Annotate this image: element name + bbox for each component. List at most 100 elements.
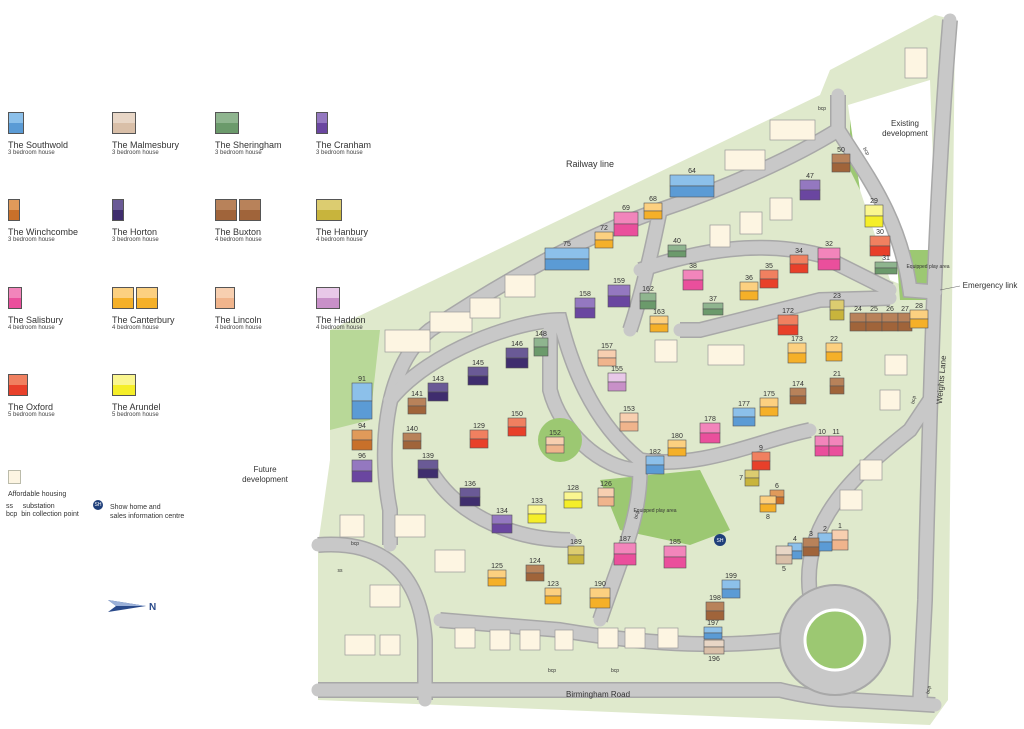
affordable-housing-block[interactable] — [709, 224, 731, 248]
affordable-housing-block[interactable] — [469, 297, 501, 319]
plot-155[interactable] — [607, 372, 627, 392]
plot-145[interactable] — [467, 366, 489, 386]
plot-31[interactable] — [874, 261, 898, 275]
birmingham-road[interactable] — [311, 683, 942, 712]
affordable-housing-block[interactable] — [707, 344, 745, 366]
plot-64[interactable] — [669, 174, 715, 198]
affordable-housing-block[interactable] — [454, 627, 476, 649]
plot-96[interactable] — [351, 459, 373, 483]
plot-26[interactable] — [881, 312, 899, 332]
plot-8[interactable] — [759, 495, 777, 513]
affordable-housing-block[interactable] — [739, 211, 763, 235]
plot-177[interactable] — [732, 407, 756, 427]
plot-162[interactable] — [639, 292, 657, 310]
plot-68[interactable] — [643, 202, 663, 220]
plot-29[interactable] — [864, 204, 884, 228]
affordable-housing-block[interactable] — [384, 329, 431, 353]
affordable-housing-block[interactable] — [554, 629, 574, 651]
affordable-housing-block[interactable] — [519, 629, 541, 651]
plot-178[interactable] — [699, 422, 721, 444]
plot-22[interactable] — [825, 342, 843, 362]
plot-24[interactable] — [849, 312, 867, 332]
plot-185[interactable] — [663, 545, 687, 569]
plot-172[interactable] — [777, 314, 799, 336]
affordable-housing-block[interactable] — [597, 627, 619, 649]
plot-34[interactable] — [789, 254, 809, 274]
affordable-housing-block[interactable] — [344, 634, 376, 656]
plot-35[interactable] — [759, 269, 779, 289]
plot-189[interactable] — [567, 545, 585, 565]
crescent-road[interactable] — [633, 241, 897, 297]
affordable-housing-block[interactable] — [654, 339, 678, 363]
plot-36[interactable] — [739, 281, 759, 301]
plot-25[interactable] — [865, 312, 883, 332]
plot-136[interactable] — [459, 487, 481, 507]
plot-134[interactable] — [491, 514, 513, 534]
plot-38[interactable] — [682, 269, 704, 291]
plot-5[interactable] — [775, 545, 793, 565]
plot-126[interactable] — [597, 487, 615, 507]
plot-196[interactable] — [703, 639, 725, 655]
birmingham-road-spur[interactable] — [311, 537, 432, 707]
plot-182[interactable] — [645, 455, 665, 475]
affordable-housing-block[interactable] — [504, 274, 536, 298]
plot-69[interactable] — [613, 211, 639, 237]
plot-124[interactable] — [525, 564, 545, 582]
affordable-housing-block[interactable] — [394, 514, 426, 538]
affordable-housing-block[interactable] — [879, 389, 901, 411]
plot-152[interactable] — [545, 436, 565, 454]
plot-72[interactable] — [594, 231, 614, 249]
plot-199[interactable] — [721, 579, 741, 599]
northeast-road[interactable] — [831, 123, 942, 299]
plot-128[interactable] — [563, 491, 583, 509]
plot-139[interactable] — [417, 459, 439, 479]
plot-140[interactable] — [402, 432, 422, 450]
affordable-housing-block[interactable] — [434, 549, 466, 573]
link-road-1[interactable] — [623, 203, 667, 337]
plot-143[interactable] — [427, 382, 449, 402]
plot-40[interactable] — [667, 244, 687, 258]
plot-21[interactable] — [829, 377, 845, 395]
plot-1[interactable] — [831, 529, 849, 551]
east-row-road[interactable] — [673, 291, 897, 337]
plot-30[interactable] — [869, 235, 891, 257]
plot-32[interactable] — [817, 247, 841, 271]
plot-180[interactable] — [667, 439, 687, 457]
plot-141[interactable] — [407, 397, 427, 415]
affordable-housing-block[interactable] — [904, 47, 928, 79]
plot-123[interactable] — [544, 587, 562, 605]
affordable-housing-block[interactable] — [489, 629, 511, 651]
affordable-housing-block[interactable] — [859, 459, 883, 481]
plot-37[interactable] — [702, 302, 724, 316]
plot-47[interactable] — [799, 179, 821, 201]
plot-173[interactable] — [787, 342, 807, 364]
plot-7[interactable] — [744, 469, 760, 487]
plot-91[interactable] — [351, 382, 373, 420]
plot-158[interactable] — [574, 297, 596, 319]
plot-28[interactable] — [909, 309, 929, 329]
plot-187[interactable] — [613, 542, 637, 566]
plot-198[interactable] — [705, 601, 725, 621]
plot-23[interactable] — [829, 299, 845, 321]
plot-50[interactable] — [831, 153, 851, 173]
plot-157[interactable] — [597, 349, 617, 367]
plot-153[interactable] — [619, 412, 639, 432]
plot-150[interactable] — [507, 417, 527, 437]
plot-174[interactable] — [789, 387, 807, 405]
plot-190[interactable] — [589, 587, 611, 609]
internal-road-south[interactable] — [433, 613, 792, 651]
affordable-housing-block[interactable] — [657, 627, 679, 649]
plot-2[interactable] — [817, 532, 833, 552]
affordable-housing-block[interactable] — [884, 354, 908, 376]
plot-94[interactable] — [351, 429, 373, 451]
weights-lane[interactable] — [913, 13, 957, 707]
plot-159[interactable] — [607, 284, 631, 308]
plot-197[interactable] — [703, 626, 723, 640]
affordable-housing-block[interactable] — [369, 584, 401, 608]
affordable-housing-block[interactable] — [339, 514, 365, 538]
affordable-housing-block[interactable] — [624, 627, 646, 649]
affordable-housing-block[interactable] — [379, 634, 401, 656]
plot-10[interactable] — [814, 435, 830, 457]
show-home-marker[interactable]: SH — [714, 534, 726, 546]
